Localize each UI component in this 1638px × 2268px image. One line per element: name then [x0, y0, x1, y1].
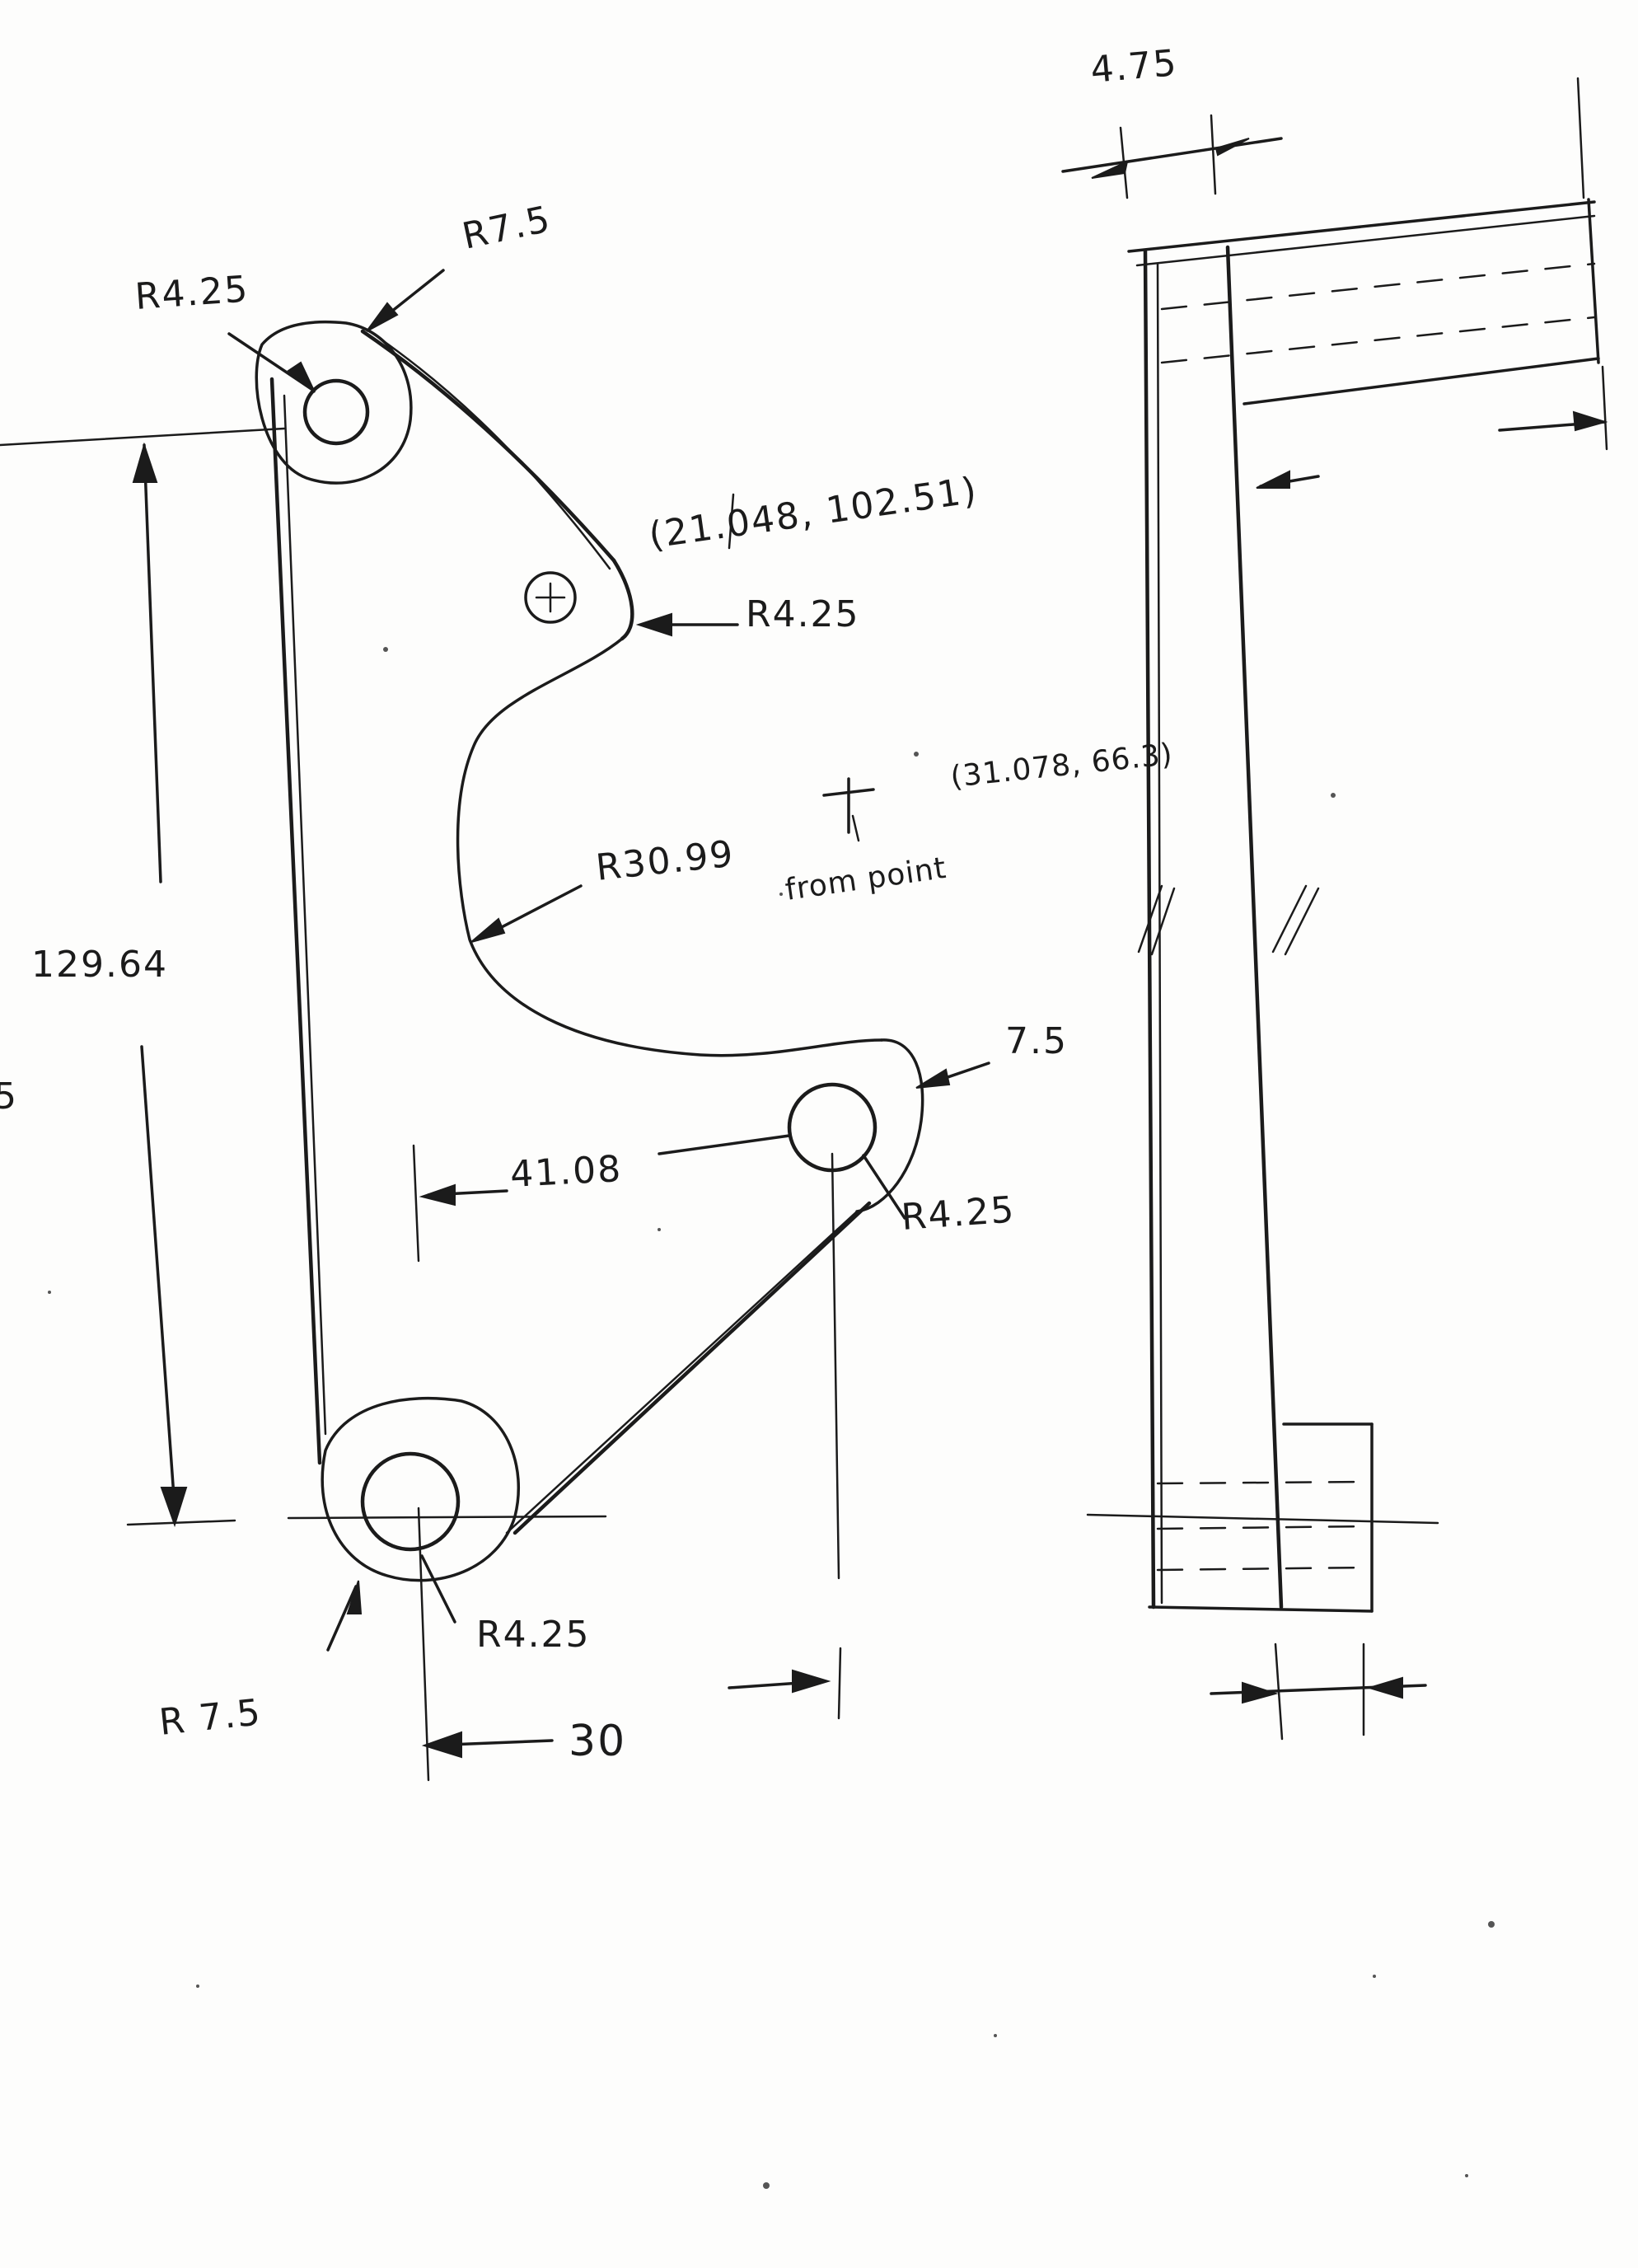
side-view [1061, 77, 1608, 1741]
right-boss-outline [855, 1038, 924, 1213]
leader-bottom-hole [420, 1554, 456, 1624]
leader-bottom-boss [326, 1585, 358, 1652]
label-left-edge-fragment: 5 [0, 1075, 18, 1118]
bottom-extension-left [126, 1519, 236, 1526]
label-point-a: (21.048, 102.51) [646, 469, 980, 556]
break-mark-left-1 [1137, 884, 1163, 954]
label-bottom-boss-radius: R 7.5 [157, 1691, 264, 1744]
upper-tip-round [611, 558, 634, 641]
break-mark-right-1 [1271, 884, 1308, 954]
label-height: 129.64 [31, 944, 168, 986]
side-bottom-dash-2 [1156, 1525, 1369, 1530]
point-a-center-mark [524, 571, 577, 624]
label-top-width: 4.75 [1089, 42, 1180, 91]
side-hub-end [1587, 198, 1600, 364]
label-offset: 41.08 [509, 1148, 623, 1196]
top-pivot-hole [302, 378, 370, 446]
dim-30-ext-right [837, 1647, 842, 1720]
arm-upper-edge [360, 329, 616, 563]
height-dim-line-lower [140, 1045, 176, 1510]
side-bottom-edge [1148, 1605, 1374, 1613]
label-top-boss-radius: R7.5 [459, 198, 555, 257]
leader-top-hole [227, 332, 313, 391]
label-right-hole-radius: R4.25 [900, 1188, 1017, 1239]
label-bottom-hole-radius: R4.25 [476, 1614, 591, 1656]
top-boss-outline [255, 320, 413, 485]
top-center-line [0, 427, 286, 447]
paper-specks [48, 647, 1495, 2189]
arm-left-edge-inner [283, 394, 327, 1436]
bottom-pivot-hole [360, 1451, 461, 1552]
right-vertical-center [831, 1152, 840, 1580]
side-bottom-center-line [1086, 1513, 1439, 1525]
side-bottom-dash-3 [1156, 1566, 1369, 1572]
height-dim-line-upper [143, 443, 162, 883]
label-right-boss-radius: 7.5 [1005, 1020, 1068, 1062]
side-bottom-dash-1 [1156, 1480, 1369, 1485]
bottom-center-line [287, 1515, 607, 1520]
side-hub-bottom-edge [1243, 357, 1600, 405]
arm-left-edge [269, 377, 322, 1465]
side-hub-dash-1 [1160, 262, 1596, 311]
label-distance: 30 [569, 1717, 626, 1766]
side-hub-dash-2 [1160, 316, 1596, 364]
bottom-vertical-center [417, 1507, 430, 1782]
side-left-edge [1143, 249, 1156, 1610]
front-view [0, 269, 990, 1782]
side-top-edge [1127, 200, 1596, 253]
label-top-hole-radius: R4.25 [133, 268, 250, 318]
arm-lower-edge [512, 1201, 872, 1535]
arm-lower-edge-2 [505, 1210, 859, 1535]
label-point-b: (31.078, 66.3) [949, 738, 1175, 794]
side-right-edge [1225, 245, 1284, 1610]
label-arc-radius: R30.99 [594, 833, 737, 889]
top-width-dim-line [1061, 137, 1283, 173]
leader-right-hole [862, 1154, 906, 1220]
side-top-edge-2 [1135, 214, 1596, 267]
arm-upper-edge-2 [377, 336, 611, 570]
label-tip-radius: R4.25 [746, 593, 860, 635]
offset-ext-left [412, 1144, 420, 1263]
concave-arc [456, 637, 883, 1057]
label-from-point: from point [784, 851, 949, 907]
